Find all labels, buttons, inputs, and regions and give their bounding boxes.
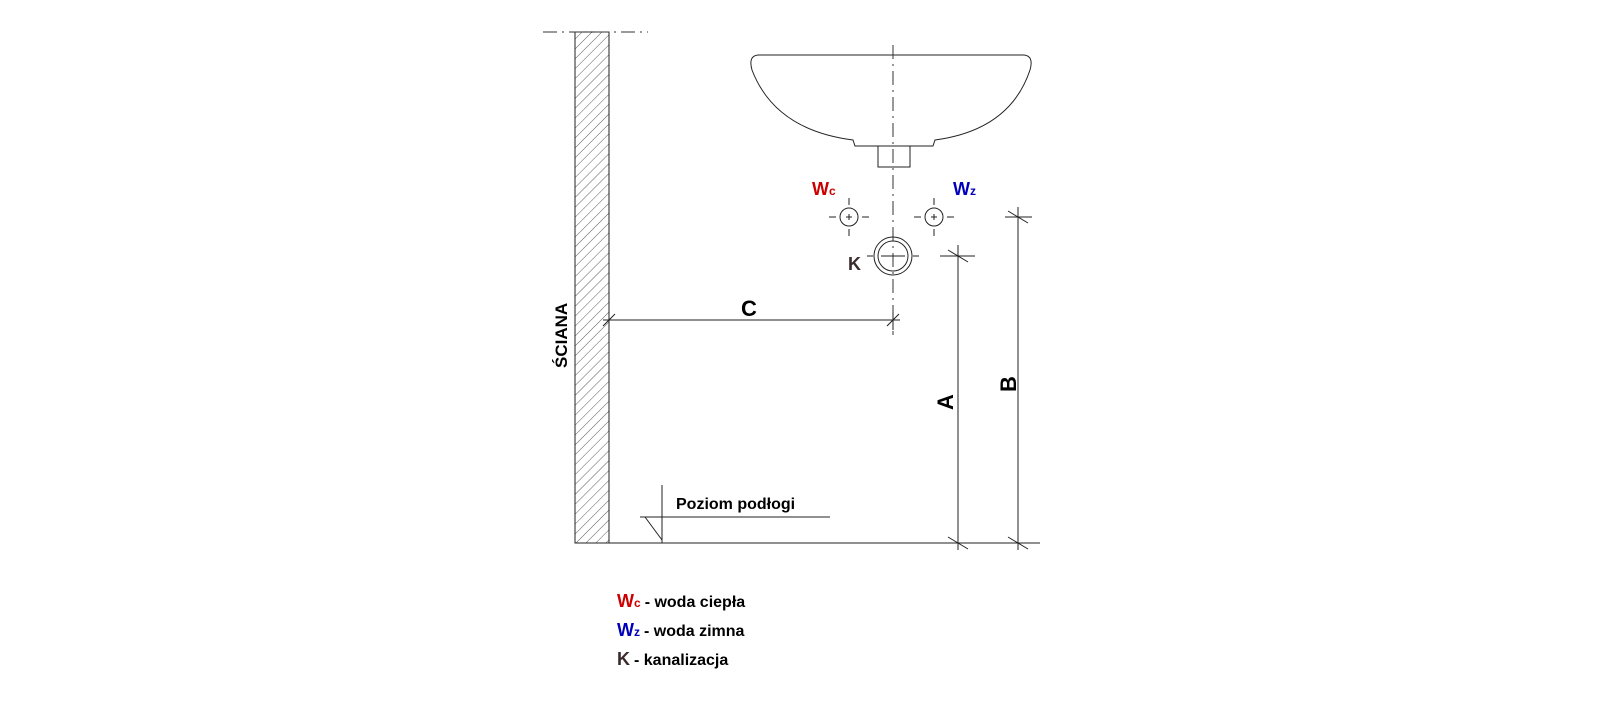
sewer-connection [867, 236, 919, 276]
dimension-b [1005, 207, 1032, 550]
dimension-c-label: C [741, 296, 757, 321]
legend: Wc- woda ciepła Wz- woda zimna K- kanali… [617, 591, 745, 669]
hot-water-label: Wc [812, 179, 836, 199]
legend-item-sewer: K- kanalizacja [617, 649, 728, 669]
dimension-a [940, 245, 975, 550]
legend-item-hot-water: Wc- woda ciepła [617, 591, 745, 611]
wall-label: ŚCIANA [552, 303, 571, 368]
dimension-c [602, 312, 900, 330]
floor-level-marker [640, 485, 830, 543]
cold-water-connection [914, 198, 954, 236]
cold-water-label: Wz [953, 179, 976, 199]
washbasin [750, 54, 1032, 168]
wall [543, 31, 648, 544]
hot-water-connection [829, 198, 869, 236]
sewer-label: K [848, 254, 861, 274]
dimension-b-label: B [996, 376, 1021, 392]
floor-level-label: Poziom podłogi [676, 496, 795, 513]
legend-item-cold-water: Wz- woda zimna [617, 620, 745, 640]
dimension-a-label: A [933, 394, 958, 410]
